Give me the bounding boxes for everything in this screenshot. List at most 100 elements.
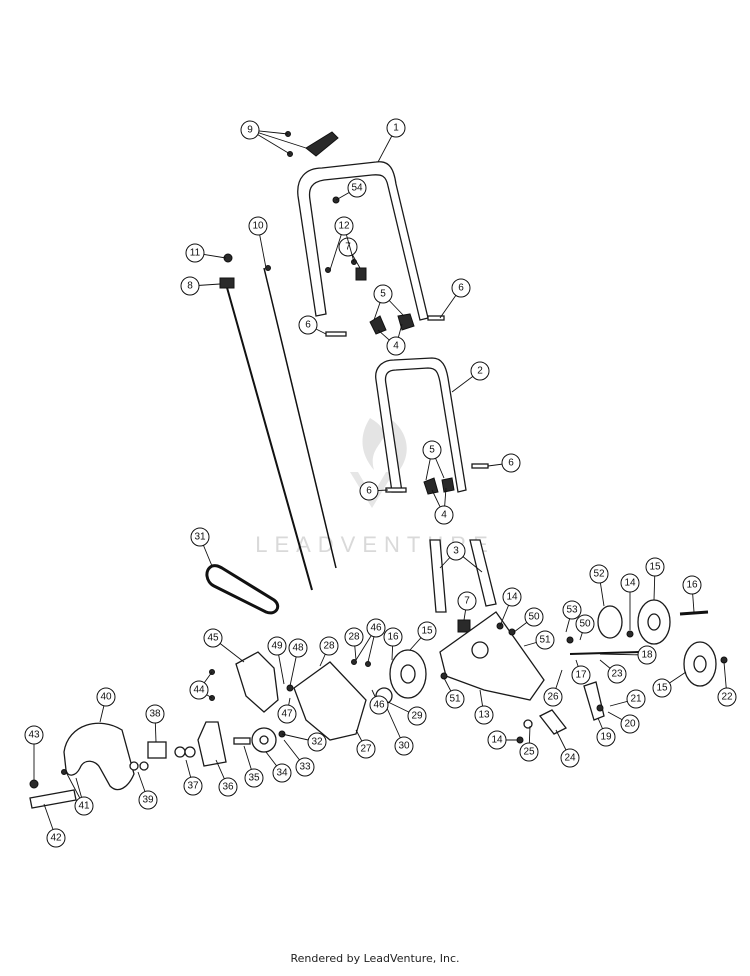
callout-circle (519, 742, 539, 762)
callout-51: 51 (523, 630, 555, 650)
blade-nut (29, 779, 39, 789)
callouts: 1234455666677891011121314141415151516161… (24, 118, 737, 848)
bearing (184, 746, 196, 758)
callout-circle (487, 730, 507, 750)
callout-circle (457, 591, 477, 611)
callout-circle (338, 237, 358, 257)
callout-number: 3 (453, 546, 459, 557)
callout-46: 46 (355, 618, 386, 663)
callout-number: 35 (248, 773, 260, 784)
callout-circle (682, 575, 702, 595)
callout-1: 1 (377, 118, 406, 163)
callout-circle (244, 768, 264, 788)
callout-circle (298, 315, 318, 335)
callout-44: 44 (189, 671, 213, 700)
callout-circle (434, 505, 454, 525)
belt-guard (235, 651, 279, 713)
callout-circle (240, 120, 260, 140)
cable-clip (355, 267, 367, 281)
hardware-nut (508, 628, 516, 636)
callout-circle (185, 243, 205, 263)
callout-circle (24, 725, 44, 745)
footer-credit: Rendered by LeadVenture, Inc. (290, 952, 460, 965)
callout-circle (575, 614, 595, 634)
callout-number: 24 (564, 753, 576, 764)
callout-circle (46, 828, 66, 848)
callout-number: 47 (281, 709, 293, 720)
hardware-nut (351, 659, 357, 665)
callout-circle (203, 628, 223, 648)
callout-5: 5 (373, 284, 405, 321)
axle-bolt (679, 610, 709, 616)
callout-22: 22 (717, 661, 737, 707)
callout-number: 49 (271, 641, 283, 652)
hardware-nut (566, 636, 574, 644)
callout-number: 39 (142, 795, 154, 806)
callout-35: 35 (243, 745, 264, 788)
callout-number: 37 (187, 781, 199, 792)
handle-knob (397, 313, 415, 331)
callout-number: 31 (194, 532, 206, 543)
callout-4: 4 (431, 487, 454, 525)
callout-number: 54 (351, 183, 363, 194)
callout-number: 36 (222, 782, 234, 793)
callout-circle (96, 687, 116, 707)
callout-circle (501, 453, 521, 473)
callout-circle (417, 621, 437, 641)
flame-logo-icon (362, 418, 407, 474)
callout-number: 23 (611, 669, 623, 680)
callout-number: 6 (366, 486, 372, 497)
callout-23: 23 (599, 659, 627, 684)
callout-6: 6 (359, 481, 389, 501)
callout-circle (347, 178, 367, 198)
callout-number: 25 (523, 747, 535, 758)
callout-number: 12 (338, 221, 350, 232)
callout-6: 6 (298, 315, 327, 335)
callout-circle (637, 645, 657, 665)
callout-circle (596, 727, 616, 747)
callout-6: 6 (487, 453, 521, 473)
callout-28: 28 (344, 627, 364, 661)
handle-knob (441, 477, 455, 493)
callout-47: 47 (277, 697, 297, 724)
callout-number: 14 (624, 578, 636, 589)
callout-48: 48 (288, 638, 308, 687)
callout-circle (190, 527, 210, 547)
callout-number: 17 (575, 670, 587, 681)
bearing-housing (197, 721, 227, 767)
callout-43: 43 (24, 725, 44, 780)
callout-number: 15 (649, 562, 661, 573)
callout-number: 48 (292, 643, 304, 654)
callout-39: 39 (137, 771, 158, 810)
handle-knob (369, 315, 387, 335)
callout-circle (74, 796, 94, 816)
callout-circle (180, 276, 200, 296)
washer (129, 761, 139, 771)
callout-33: 33 (283, 739, 315, 777)
blade-height-lever (305, 131, 339, 157)
callout-number: 4 (393, 341, 399, 352)
callout-number: 41 (78, 801, 90, 812)
callout-number: 50 (528, 612, 540, 623)
callout-circle (620, 573, 640, 593)
carriage-bolt (325, 331, 347, 337)
callout-46: 46 (369, 689, 389, 715)
callout-19: 19 (596, 717, 616, 747)
callout-4: 4 (377, 323, 406, 356)
callout-15: 15 (652, 671, 687, 698)
callout-number: 40 (100, 692, 112, 703)
callout-number: 34 (276, 768, 288, 779)
spindle-housing (147, 741, 167, 759)
callout-29: 29 (387, 701, 427, 726)
callout-circle (334, 216, 354, 236)
carriage-bolt (427, 315, 445, 321)
callout-15: 15 (645, 557, 665, 601)
callout-52: 52 (589, 564, 609, 607)
parts (29, 131, 728, 809)
callout-circle (373, 284, 393, 304)
callout-20: 20 (607, 711, 640, 734)
callout-circle (394, 736, 414, 756)
callout-circle (446, 541, 466, 561)
callout-number: 51 (449, 694, 461, 705)
callout-circle (652, 678, 672, 698)
